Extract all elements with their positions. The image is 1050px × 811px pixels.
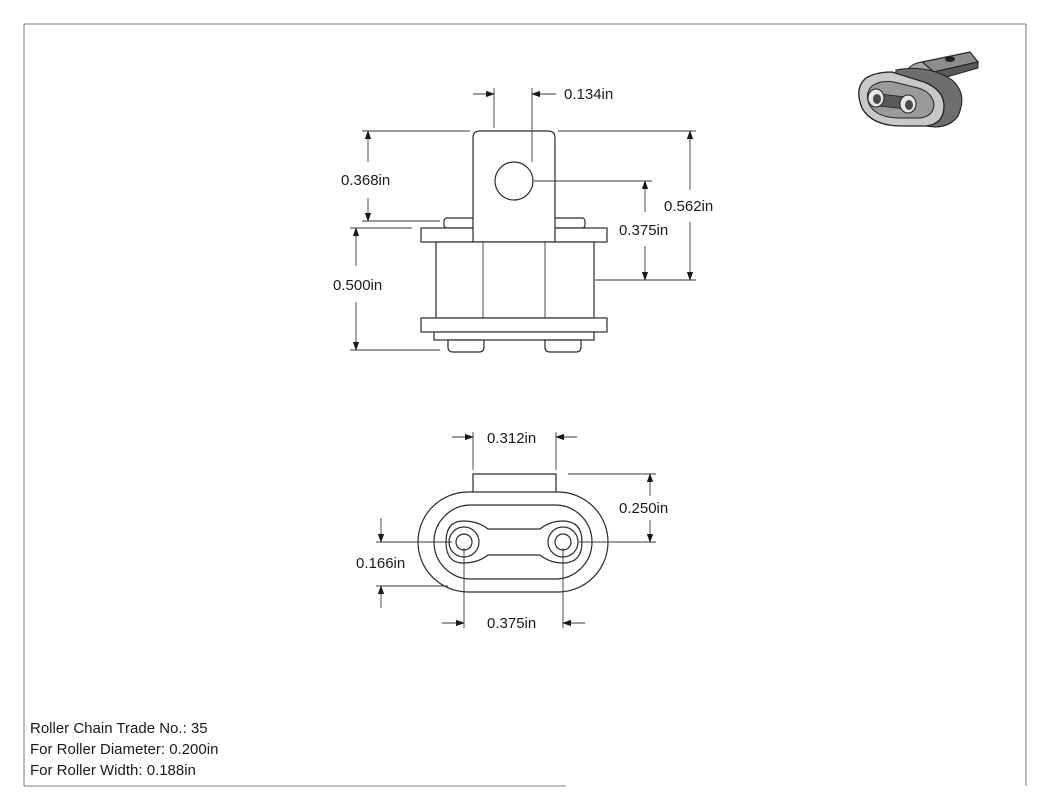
- note-trade-number: Roller Chain Trade No.: 35: [30, 720, 208, 737]
- note-roller-diameter: For Roller Diameter: 0.200in: [30, 741, 219, 758]
- dim-front-overall-height: 0.562in: [664, 198, 713, 215]
- isometric-view: [858, 51, 980, 128]
- dim-front-hole-height: 0.375in: [619, 222, 668, 239]
- dim-top-tab-width: 0.312in: [487, 430, 536, 447]
- front-view: 0.134in 0.368in 0.562in 0.375in 0.500in: [333, 86, 713, 353]
- dim-top-link-width: 0.166in: [356, 555, 405, 572]
- dim-front-top-width: 0.134in: [564, 86, 613, 103]
- dim-front-link-width: 0.500in: [333, 277, 382, 294]
- top-view: 0.312in 0.250in 0.166in 0.375in: [356, 430, 668, 632]
- note-roller-width: For Roller Width: 0.188in: [30, 762, 196, 779]
- dim-front-tab-height: 0.368in: [341, 172, 390, 189]
- dim-top-tab-height: 0.250in: [619, 500, 668, 517]
- dim-top-pitch: 0.375in: [487, 615, 536, 632]
- sheet-border: [23, 23, 1027, 787]
